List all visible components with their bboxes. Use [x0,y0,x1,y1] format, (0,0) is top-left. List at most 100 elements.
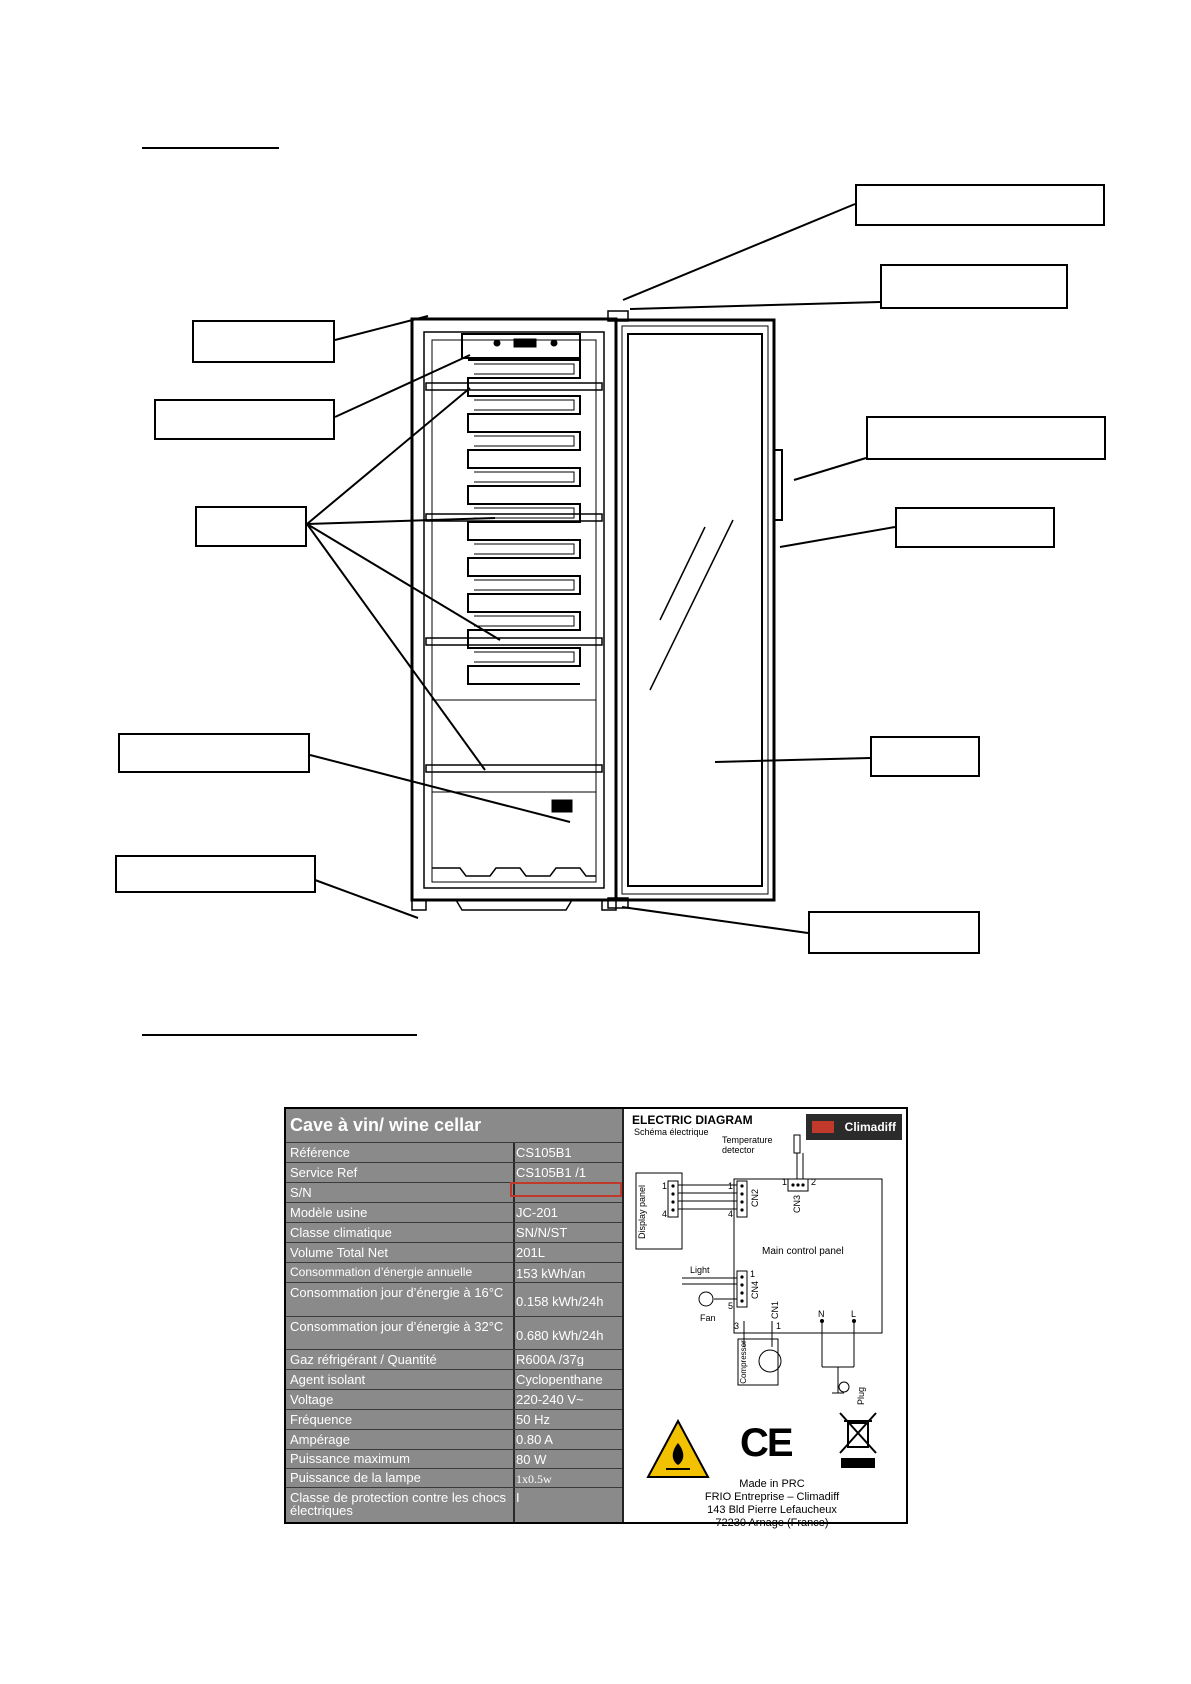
spec-value: 0.80 A [516,1433,553,1446]
wine-cellar-drawing [306,203,896,934]
callout-box-handle [866,416,1106,460]
serial-number-field [510,1182,622,1197]
address-line-2: 72230 Arnage (France) [715,1517,829,1529]
spec-label: Consommation jour d’énergie à 16°C [290,1285,504,1300]
spec-row: Classe climatique SN/N/ST [286,1222,622,1242]
pin-label: 1 [662,1181,668,1191]
wiring-schematic [635,1134,883,1478]
control-panel [461,333,581,359]
display-panel-label: Display panel [637,1184,647,1240]
section-heading-rule-2 [142,1034,417,1036]
spec-value: CS105B1 [516,1146,572,1159]
callout-box-shelves [195,506,307,547]
compressor-label: Compressor [738,1340,748,1384]
callout-box-hinge-top [880,264,1068,309]
cn4-label: CN4 [750,1280,761,1300]
spec-value: Cyclopenthane [516,1373,603,1386]
ce-mark: CE [740,1421,794,1465]
cabinet [410,310,629,911]
callout-box-door-frame [895,507,1055,548]
logo-text: Climadiff [844,1120,896,1134]
spec-label: Modèle usine [290,1205,368,1220]
pin-label: 1 [728,1181,734,1191]
spec-label: Volume Total Net [290,1245,389,1260]
spec-row: Service Ref CS105B1 /1 [286,1162,622,1182]
spec-label: Ampérage [290,1432,350,1447]
spec-row: Agent isolant Cyclopenthane [286,1369,622,1389]
spec-row: Fréquence 50 Hz [286,1409,622,1429]
cn3-label: CN3 [792,1194,803,1214]
spec-row: Consommation d’énergie annuelle 153 kWh/… [286,1262,622,1282]
callout-box-control-panel [192,320,335,363]
pin-label: 2 [811,1177,817,1187]
made-in-text: Made in PRC [739,1478,805,1490]
spec-value: 153 kWh/an [516,1267,586,1280]
shelf [425,382,603,391]
spec-label: Voltage [290,1392,334,1407]
l-terminal-label: L [851,1309,857,1319]
light-label: Light [690,1265,710,1275]
shelf [425,637,603,646]
spec-row: Puissance de la lampe 1x0.5w [286,1468,622,1487]
spec-label: S/N [290,1185,312,1200]
spec-label: Fréquence [290,1412,353,1427]
spec-row: Voltage 220-240 V~ [286,1389,622,1409]
spec-row: Consommation jour d’énergie à 16°C 0.158… [286,1282,622,1316]
spec-label: Puissance de la lampe [290,1470,421,1485]
spec-value: CS105B1 /1 [516,1166,587,1179]
spec-label: Classe de protection contre les chocs él… [290,1490,507,1518]
callout-box-glass [870,736,980,777]
spec-table-title: Cave à vin/ wine cellar [290,1115,482,1135]
manufacturer-info: Made in PRC FRIO Entreprise – Climadiff … [662,1478,882,1530]
pin-label: 4 [662,1209,668,1219]
pin-label: 4 [728,1209,734,1219]
spec-value: 220-240 V~ [516,1393,584,1406]
callout-box-evaporator [154,399,335,440]
plug-label: Plug [856,1386,867,1406]
spec-value: R600A /37g [516,1353,584,1366]
rating-plate: Cave à vin/ wine cellar Référence CS105B… [284,1107,908,1529]
spec-row: S/N [286,1182,622,1202]
spec-value: SN/N/ST [516,1226,568,1239]
diagram-title: ELECTRIC DIAGRAM [632,1113,753,1127]
pin-label: 1 [782,1177,788,1187]
shelf [425,513,603,522]
weee-bin-icon [839,1412,877,1468]
spec-value: 1x0.5w [516,1473,552,1486]
spec-table: Cave à vin/ wine cellar Référence CS105B… [286,1109,624,1522]
spec-value: JC-201 [516,1206,558,1219]
climadiff-logo: Climadiff [806,1114,902,1140]
spec-label: Consommation d’énergie annuelle [290,1265,473,1279]
spec-label: Puissance maximum [290,1451,410,1466]
spec-row: Gaz réfrigérant / Quantité R600A /37g [286,1349,622,1369]
n-terminal-label: N [818,1309,825,1319]
pin-label: 1 [776,1321,782,1331]
address-line-1: 143 Bld Pierre Lefaucheux [707,1504,837,1516]
spec-value: 0.680 kWh/24h [516,1329,604,1342]
company-text: FRIO Entreprise – Climadiff [704,1491,840,1503]
display-panel-box [635,1172,683,1250]
cn2-label: CN2 [750,1188,761,1208]
spec-row: Classe de protection contre les chocs él… [286,1487,622,1522]
spec-label: Consommation jour d’énergie à 32°C [290,1319,504,1334]
temperature-detector-label: Temperature detector [722,1135,773,1155]
glass-door [614,318,783,902]
spec-row: Modèle usine JC-201 [286,1202,622,1222]
flammable-warning-icon [646,1418,710,1478]
callout-box-feet [115,855,316,893]
callout-box-hinge-bottom [808,911,980,954]
spec-label: Service Ref [290,1165,358,1180]
door-handle [773,449,783,521]
cn1-label: CN1 [770,1300,781,1320]
section-heading-rule-1 [142,147,279,149]
fan-label: Fan [700,1313,716,1323]
logo-mark-icon [812,1121,834,1133]
compressor-box [737,1338,779,1386]
shelf [425,764,603,773]
pin-label: 5 [728,1301,734,1311]
electric-diagram: ELECTRIC DIAGRAM Schéma électrique Clima… [622,1109,906,1529]
spec-label: Référence [290,1145,350,1160]
spec-row: Consommation jour d’énergie à 32°C 0.680… [286,1316,622,1349]
spec-row: Volume Total Net 201L [286,1242,622,1262]
spec-row: Puissance maximum 80 W [286,1449,622,1468]
